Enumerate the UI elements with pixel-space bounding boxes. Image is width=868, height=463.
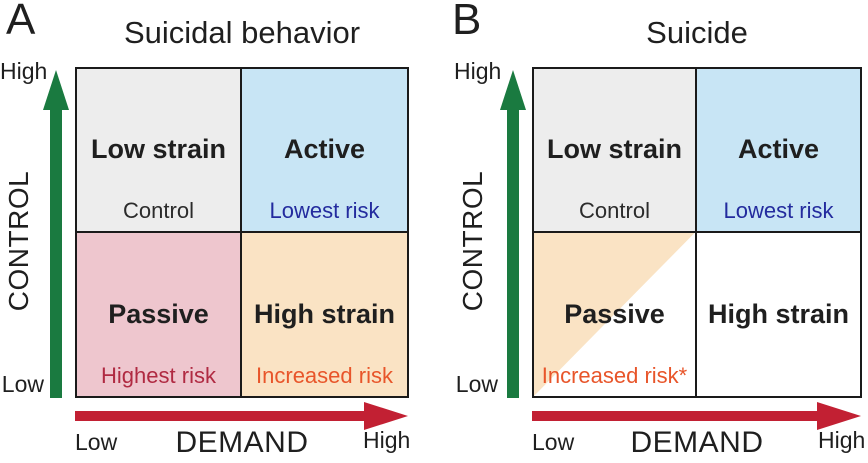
quadrant-low-strain: Low strain Control [534,69,697,233]
quadrant-name: Passive [108,298,209,329]
quadrant-name: High strain [707,298,849,329]
quadrant-high-strain: High strain Increased risk [242,232,407,396]
demand-axis-high-tick: High [363,427,411,453]
quadrant-note: Increased risk* [541,363,688,388]
quadrant-name: Low strain [546,134,682,165]
panel-b-title: Suicide [646,15,748,50]
demand-axis-low-tick: Low [532,429,575,455]
control-axis-high-tick: High [454,58,502,84]
quadrant-active: Active Lowest risk [697,69,860,233]
control-axis-low-tick: Low [455,371,498,397]
panel-b-letter: B [452,0,482,44]
quadrant-note: Lowest risk [269,197,380,223]
quadrant-name: Passive [564,298,665,329]
quadrant-grid-b: Low strain Control Active Lowest risk Pa… [532,67,862,398]
quadrant-note: Control [579,197,650,223]
panel-a-title: Suicidal behavior [123,15,361,50]
quadrant-name: Active [283,134,366,165]
quadrant-name: Low strain [90,134,226,165]
quadrant-active: Active Lowest risk [242,69,407,233]
demand-axis-label: DEMAND [175,426,309,459]
quadrant-name: High strain [253,298,395,329]
quadrant-low-strain: Low strain Control [77,69,242,233]
quadrant-note: Highest risk [101,363,216,388]
control-axis-label: CONTROL [3,170,34,312]
quadrant-passive: Passive Highest risk [77,232,242,396]
quadrant-grid-a: Low strain Control Active Lowest risk Pa… [75,67,409,398]
quadrant-high-strain: High strain [697,232,860,396]
quadrant-name: Active [737,134,820,165]
demand-axis-label: DEMAND [630,426,764,459]
control-axis-low-tick: Low [1,371,44,397]
control-axis-label: CONTROL [457,170,488,312]
quadrant-note: Increased risk [256,363,393,388]
demand-axis-low-tick: Low [75,429,118,455]
quadrant-note: Lowest risk [723,197,834,223]
quadrant-note: Control [123,197,194,223]
demand-axis-high-tick: High [818,427,866,453]
control-axis-high-tick: High [0,58,48,84]
quadrant-passive: Passive Increased risk* [534,232,697,396]
panel-a-letter: A [6,0,36,44]
